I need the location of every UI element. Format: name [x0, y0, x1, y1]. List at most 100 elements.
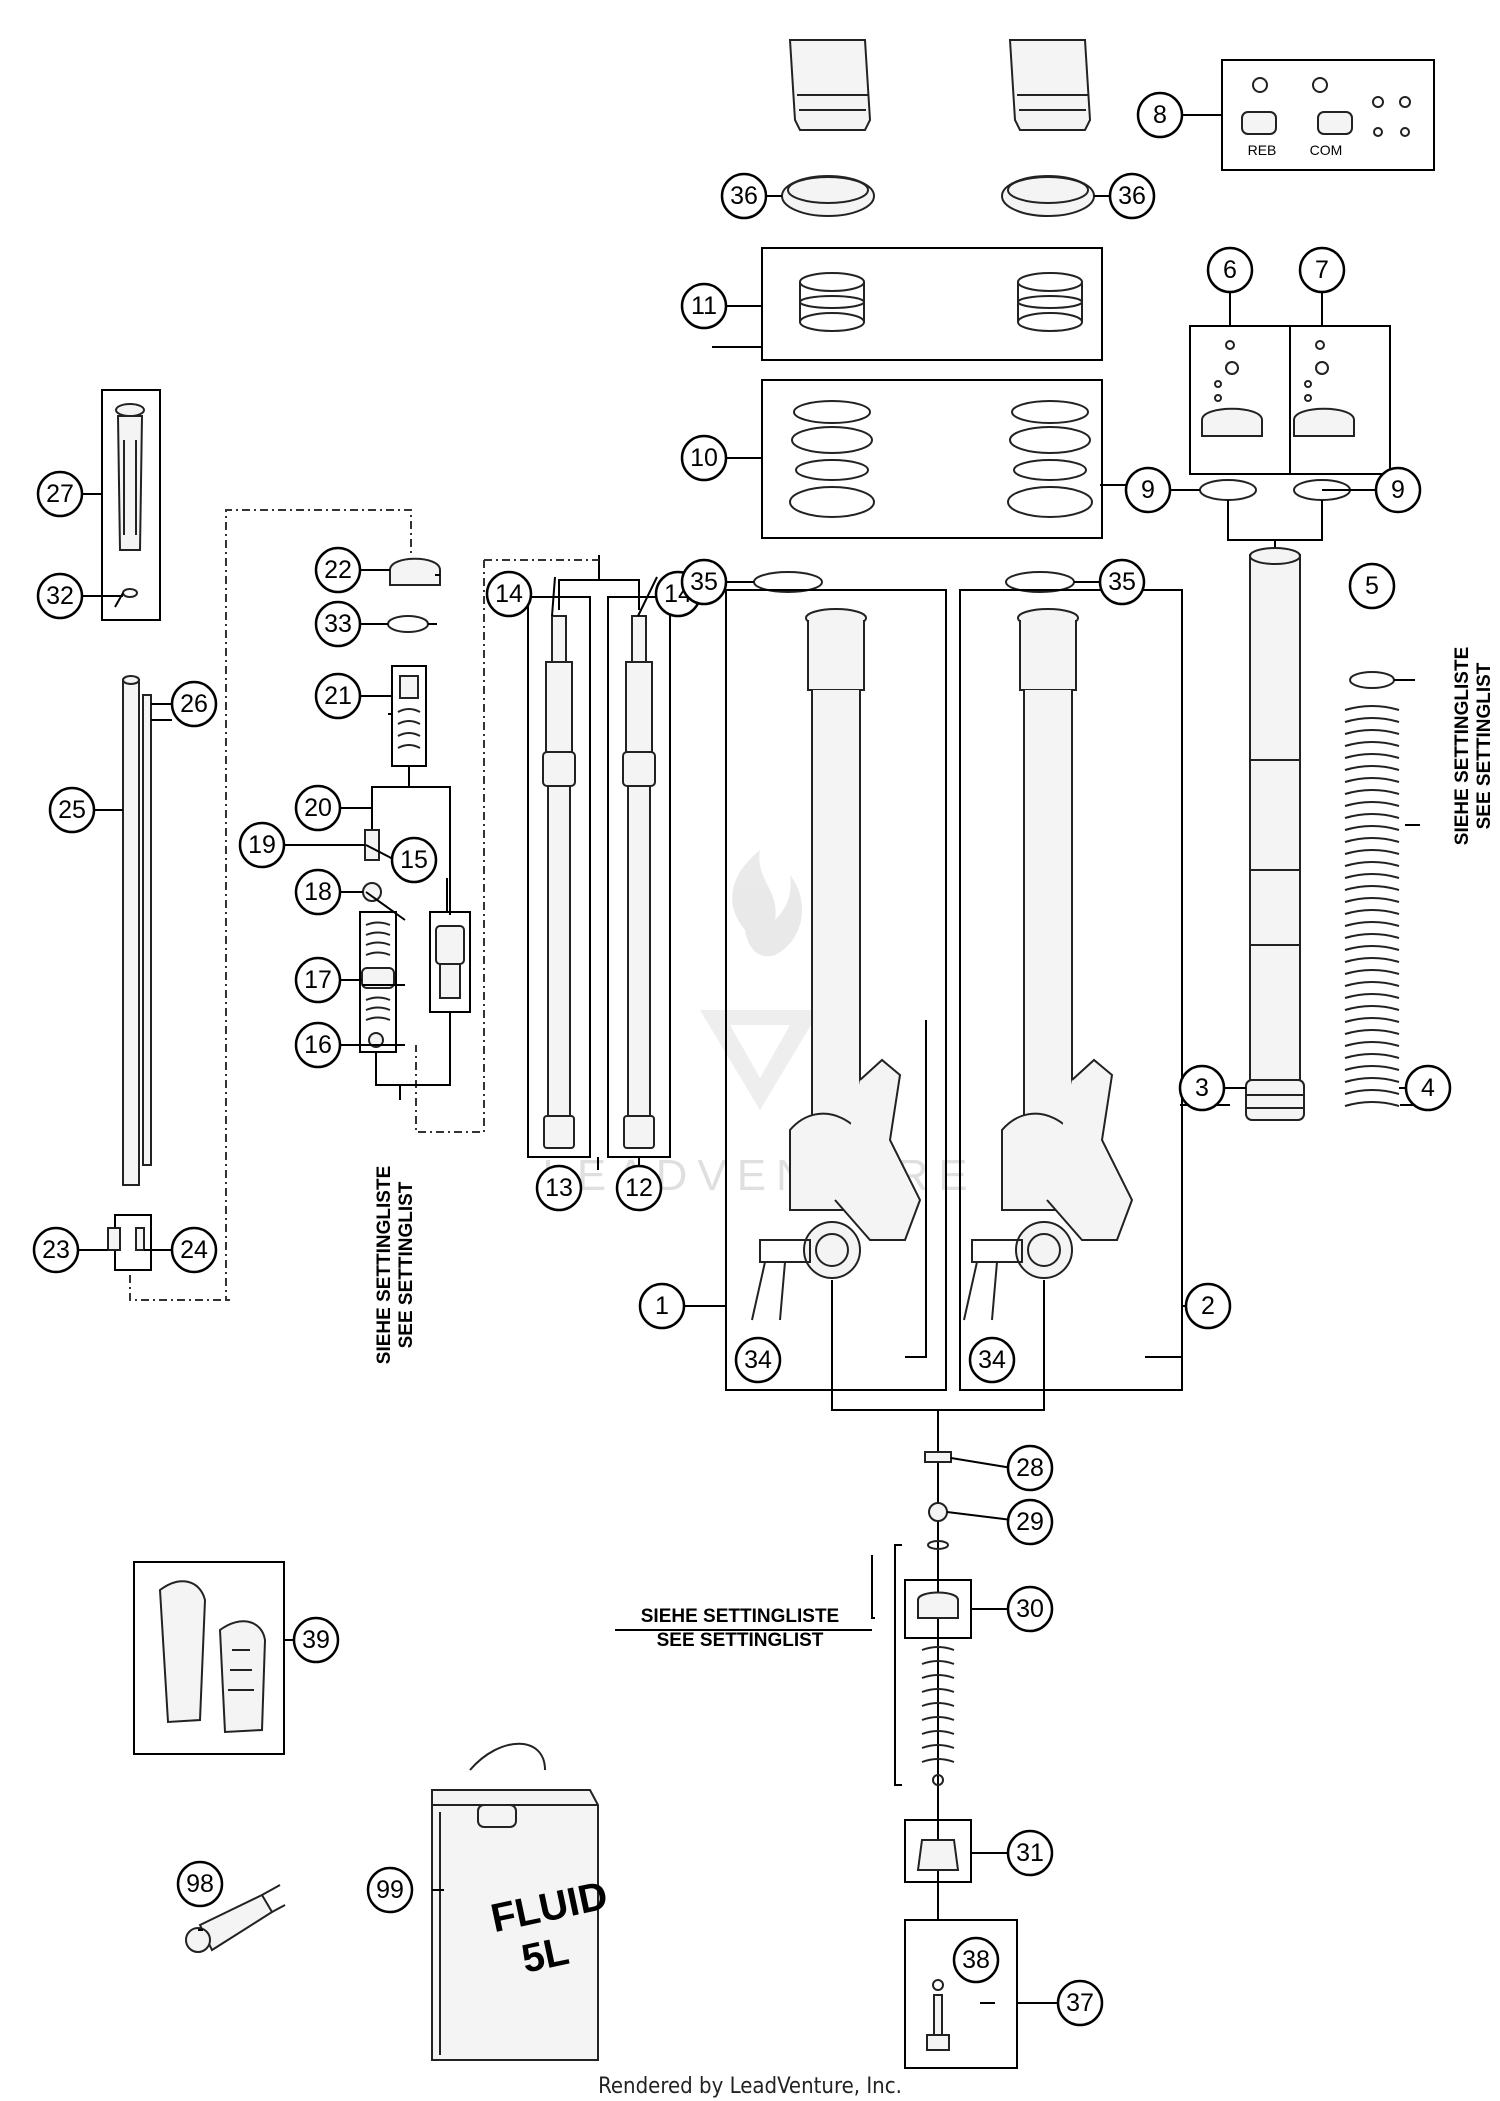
callout-36-right: 36 [1108, 172, 1156, 220]
reb-label: REB [1248, 142, 1277, 158]
callout-23: 23 [32, 1226, 80, 1274]
svg-text:4: 4 [1421, 1074, 1435, 1102]
callout-25: 25 [48, 786, 96, 834]
shim-stack-lower [921, 1646, 955, 1786]
screw-38 [926, 1979, 950, 2051]
callout-39: 39 [292, 1616, 340, 1664]
seals [789, 400, 1093, 518]
svg-text:37: 37 [1066, 1989, 1094, 2017]
svg-text:26: 26 [180, 690, 208, 718]
svg-text:19: 19 [248, 831, 276, 859]
footer-credit: Rendered by LeadVenture, Inc. [598, 2074, 902, 2099]
svg-text:1: 1 [655, 1292, 669, 1320]
damper-cartridge-13 [542, 615, 576, 1149]
callout-27: 27 [36, 470, 84, 518]
svg-text:39: 39 [302, 1626, 330, 1654]
tool-27 [115, 403, 145, 598]
svg-text:31: 31 [1016, 1839, 1044, 1867]
callout-32: 32 [36, 572, 84, 620]
callout-31: 31 [1006, 1829, 1054, 1877]
decals [158, 1580, 267, 1734]
svg-text:36: 36 [1118, 182, 1146, 210]
setting-note-valve-line2: SEE SETTINGLIST [396, 1181, 417, 1348]
callout-33: 33 [314, 600, 362, 648]
setting-note-valve-line1: SIEHE SETTINGLISTE [374, 1166, 395, 1364]
setting-note-piston-line1: SIEHE SETTINGLISTE [641, 1606, 839, 1627]
fork-caps [1199, 340, 1355, 501]
svg-text:30: 30 [1016, 1595, 1044, 1623]
callout-37: 37 [1056, 1979, 1104, 2027]
setting-note-spring-line2: SEE SETTINGLIST [1474, 662, 1495, 829]
setting-note-spring-line1: SIEHE SETTINGLISTE [1452, 647, 1473, 845]
svg-text:28: 28 [1016, 1454, 1044, 1482]
svg-text:7: 7 [1315, 256, 1329, 284]
clamp-ring-left [781, 175, 875, 217]
callout-12: 12 [615, 1164, 663, 1212]
svg-text:34: 34 [744, 1346, 772, 1374]
callout-29: 29 [1006, 1498, 1054, 1546]
svg-text:13: 13 [545, 1174, 573, 1202]
callout-14-left: 14 [485, 570, 533, 618]
com-label: COM [1310, 142, 1343, 158]
piston-30 [917, 1591, 959, 1619]
callout-15: 15 [390, 836, 438, 884]
outer-fork-tube [1245, 547, 1305, 1121]
svg-text:22: 22 [324, 556, 352, 584]
callout-17: 17 [294, 956, 342, 1004]
callout-2: 2 [1184, 1282, 1232, 1330]
clamp-ring-right [1001, 175, 1095, 217]
svg-text:14: 14 [495, 580, 523, 608]
fork-spring [1344, 705, 1400, 1107]
valve-31-box [904, 1819, 972, 1883]
decal-kit-box [133, 1561, 285, 1755]
callout-30: 30 [1006, 1585, 1054, 1633]
callout-11: 11 [680, 282, 728, 330]
fluid-can: FLUID 5L [431, 1742, 611, 2061]
screw-37-box [904, 1919, 1018, 2069]
svg-text:34: 34 [978, 1346, 1006, 1374]
fluid-can-label-line2: 5L [518, 1929, 573, 1982]
fork-leg-right [963, 608, 1134, 1321]
bushing-box [761, 247, 1103, 361]
callout-19: 19 [238, 821, 286, 869]
callout-10: 10 [680, 434, 728, 482]
callout-1: 1 [638, 1282, 686, 1330]
svg-text:99: 99 [376, 1876, 404, 1904]
svg-text:6: 6 [1223, 256, 1237, 284]
callout-16: 16 [294, 1021, 342, 1069]
svg-text:29: 29 [1016, 1508, 1044, 1536]
callout-18: 18 [294, 868, 342, 916]
svg-text:2: 2 [1201, 1292, 1215, 1320]
grease-tube [185, 1884, 286, 1953]
svg-text:3: 3 [1195, 1074, 1209, 1102]
svg-text:38: 38 [962, 1946, 990, 1974]
svg-text:17: 17 [304, 966, 332, 994]
piston-nut-22 [389, 557, 441, 586]
setting-note-piston-line2: SEE SETTINGLIST [657, 1630, 824, 1651]
svg-text:27: 27 [46, 480, 74, 508]
svg-text:33: 33 [324, 610, 352, 638]
fork-leg-left [751, 608, 922, 1321]
spring-washer [1349, 671, 1395, 689]
svg-text:12: 12 [625, 1174, 653, 1202]
shim-stack [359, 911, 397, 1053]
callout-8: 8 [1136, 91, 1184, 139]
svg-text:15: 15 [400, 846, 428, 874]
svg-text:35: 35 [1108, 568, 1136, 596]
svg-text:25: 25 [58, 796, 86, 824]
callout-99: 99 [366, 1866, 414, 1914]
callout-34-right: 34 [968, 1336, 1016, 1384]
nut-28 [924, 1451, 952, 1463]
callout-98: 98 [176, 1860, 224, 1908]
valve-body-15 [429, 911, 471, 1013]
svg-text:35: 35 [690, 568, 718, 596]
callout-22: 22 [314, 546, 362, 594]
svg-text:32: 32 [46, 582, 74, 610]
svg-text:24: 24 [180, 1236, 208, 1264]
valve-31 [916, 1839, 960, 1871]
seal-kit-box [761, 379, 1103, 539]
callout-36-left: 36 [720, 172, 768, 220]
callout-35-right: 35 [1098, 558, 1146, 606]
callout-9-left: 9 [1124, 466, 1172, 514]
